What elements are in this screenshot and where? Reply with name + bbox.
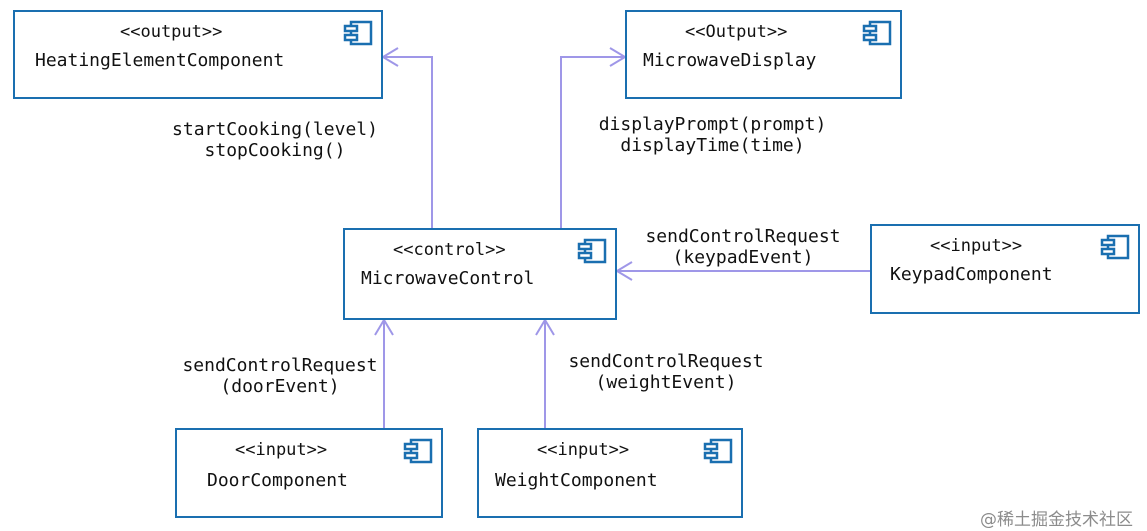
component-name: KeypadComponent bbox=[890, 264, 1053, 285]
component-microwave-display[interactable]: <<Output>> MicrowaveDisplay bbox=[625, 10, 902, 99]
component-name: WeightComponent bbox=[495, 470, 658, 491]
component-icon bbox=[403, 438, 433, 464]
component-name: HeatingElementComponent bbox=[35, 50, 285, 71]
watermark: @稀土掘金技术社区 bbox=[980, 510, 1133, 530]
component-keypad[interactable]: <<input>> KeypadComponent bbox=[870, 224, 1140, 314]
component-icon bbox=[577, 238, 607, 264]
edge-label-line: sendControlRequest bbox=[182, 355, 378, 376]
component-door[interactable]: <<input>> DoorComponent bbox=[175, 428, 443, 518]
edge-label-line: displayPrompt(prompt) bbox=[598, 114, 827, 135]
edge-label-to-heating: startCooking(level) stopCooking() bbox=[150, 119, 400, 161]
edge-label-line: (weightEvent) bbox=[595, 372, 737, 393]
edge-label-line: sendControlRequest bbox=[645, 226, 841, 247]
edge-label-to-display: displayPrompt(prompt) displayTime(time) bbox=[575, 114, 850, 156]
component-weight[interactable]: <<input>> WeightComponent bbox=[477, 428, 743, 518]
edge-label-from-weight: sendControlRequest (weightEvent) bbox=[546, 351, 786, 393]
stereotype-label: <<Output>> bbox=[685, 22, 788, 42]
component-icon bbox=[703, 438, 733, 464]
edge-label-from-door: sendControlRequest (doorEvent) bbox=[160, 355, 400, 397]
component-icon bbox=[343, 20, 373, 46]
arrowhead-from-door bbox=[374, 318, 394, 336]
stereotype-label: <<input>> bbox=[537, 440, 630, 460]
stereotype-label: <<control>> bbox=[393, 240, 506, 260]
arrowhead-to-heating bbox=[381, 47, 399, 67]
edge-label-line: displayTime(time) bbox=[620, 135, 805, 156]
component-microwave-control[interactable]: <<control>> MicrowaveControl bbox=[343, 228, 617, 320]
edge-label-from-keypad: sendControlRequest (keypadEvent) bbox=[623, 226, 863, 268]
component-heating-element[interactable]: <<output>> HeatingElementComponent bbox=[13, 10, 383, 99]
stereotype-label: <<output>> bbox=[120, 22, 223, 42]
edge-label-line: sendControlRequest bbox=[568, 351, 764, 372]
arrowhead-from-keypad bbox=[615, 261, 633, 281]
stereotype-label: <<input>> bbox=[930, 236, 1023, 256]
component-icon bbox=[1100, 234, 1130, 260]
arrow-to-display bbox=[560, 56, 625, 228]
component-name: MicrowaveDisplay bbox=[643, 50, 817, 71]
edge-label-line: stopCooking() bbox=[204, 140, 346, 161]
arrowhead-from-weight bbox=[535, 318, 555, 336]
component-name: DoorComponent bbox=[207, 470, 348, 491]
stereotype-label: <<input>> bbox=[235, 440, 328, 460]
arrow-to-heating bbox=[383, 56, 433, 228]
edge-label-line: startCooking(level) bbox=[172, 119, 378, 140]
component-icon bbox=[862, 20, 892, 46]
edge-label-line: (doorEvent) bbox=[220, 376, 340, 397]
component-name: MicrowaveControl bbox=[361, 268, 535, 289]
edge-label-line: (keypadEvent) bbox=[672, 247, 814, 268]
